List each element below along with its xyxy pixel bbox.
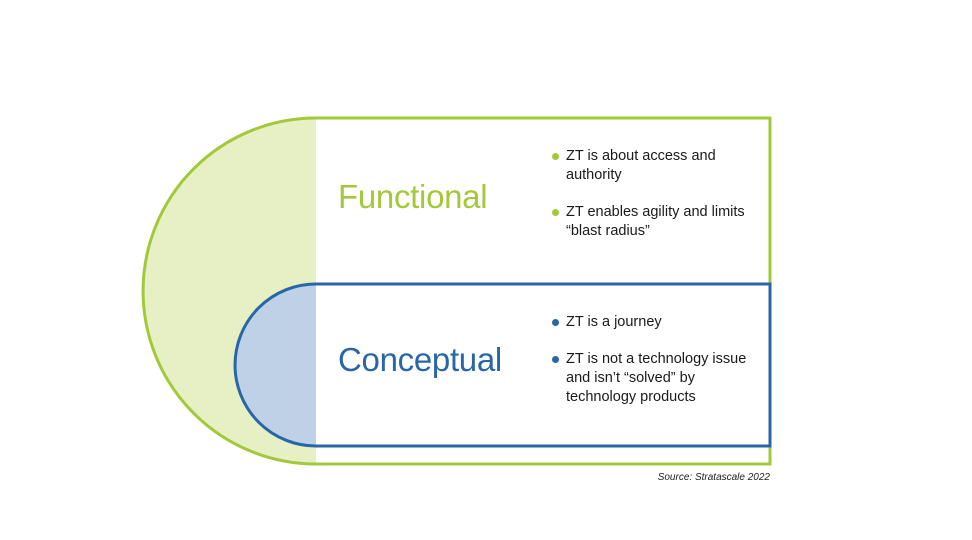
functional-title: Functional <box>338 178 488 215</box>
conceptual-half-disc <box>235 284 316 446</box>
bullet-dot-icon <box>552 209 559 216</box>
bullet-dot-icon <box>552 153 559 160</box>
source-note: Source: Stratascale 2022 <box>657 472 770 483</box>
conceptual-shape-outline <box>233 282 772 448</box>
bullet-text: ZT is a journey <box>566 314 662 330</box>
list-item: ZT enables agility and limits “blast rad… <box>552 203 762 241</box>
bullet-dot-icon <box>552 356 559 363</box>
list-item: ZT is a journey <box>552 313 762 332</box>
list-item: ZT is not a technology issue and isn’t “… <box>552 350 762 407</box>
conceptual-white-bg <box>316 284 770 446</box>
list-item: ZT is about access and authority <box>552 147 762 185</box>
bullet-text: ZT enables agility and limits “blast rad… <box>566 204 745 239</box>
conceptual-bullet-list: ZT is a journey ZT is not a technology i… <box>552 313 762 425</box>
functional-bullet-list: ZT is about access and authority ZT enab… <box>552 147 762 259</box>
bullet-dot-icon <box>552 319 559 326</box>
functional-shape-outline <box>141 116 772 466</box>
bullet-text: ZT is not a technology issue and isn’t “… <box>566 351 747 405</box>
conceptual-title: Conceptual <box>338 341 502 378</box>
bullet-text: ZT is about access and authority <box>566 148 716 183</box>
